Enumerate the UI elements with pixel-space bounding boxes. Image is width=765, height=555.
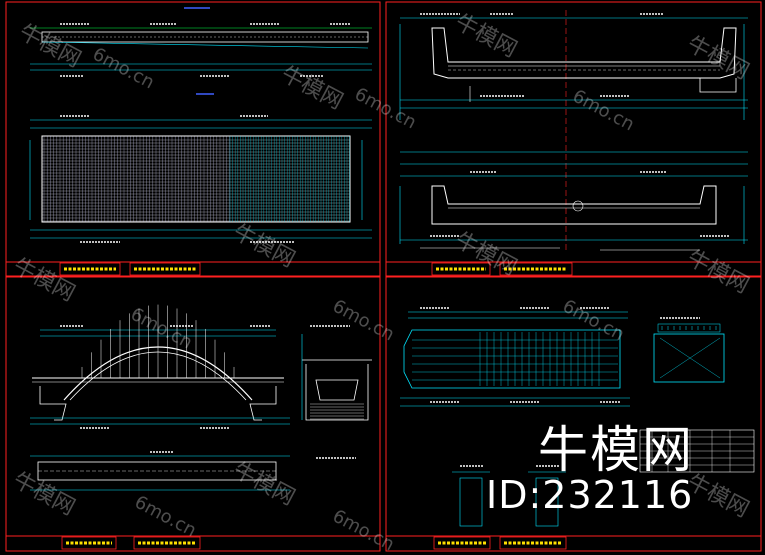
title-cell — [133, 536, 201, 550]
dimension-annotation-marks — [60, 13, 730, 467]
plan-view — [37, 461, 277, 481]
title-cell — [431, 262, 491, 276]
frame-bottom-left — [5, 275, 381, 552]
model-id-label: ID:232116 — [486, 473, 694, 517]
title-cell — [433, 536, 491, 550]
title-cell — [61, 536, 117, 550]
title-cell — [59, 262, 121, 276]
deck-section-upper — [431, 27, 737, 79]
rebar-grid-lines — [43, 136, 230, 222]
sheet-bottom-left — [30, 304, 372, 491]
half-plan-outline — [403, 329, 621, 389]
deck-section-lower — [431, 185, 717, 225]
plan-rebar — [479, 332, 600, 386]
cc-section — [653, 333, 725, 383]
sheet-top-right — [399, 10, 748, 251]
sheet-frames — [5, 1, 762, 552]
frame-top-right — [385, 1, 762, 278]
brand-logo-text: 牛模网 — [538, 421, 694, 479]
plan-rebar — [412, 339, 618, 381]
pier-cross-section — [302, 359, 372, 421]
detail-section — [459, 477, 483, 527]
frame-bottom-right — [385, 275, 762, 552]
title-block-text-marks — [64, 267, 566, 545]
rebar-grid-cyan — [229, 136, 350, 222]
title-cell — [499, 536, 567, 550]
arch-hangers — [81, 304, 235, 378]
title-cell — [499, 262, 573, 276]
title-blocks — [59, 262, 573, 550]
frame-top-left — [5, 1, 381, 278]
detail-section — [535, 477, 559, 527]
sheet-bottom-right — [400, 311, 755, 527]
rebar-grid-lines — [42, 139, 350, 222]
title-cell — [129, 262, 201, 276]
sheet-top-left — [29, 7, 372, 239]
